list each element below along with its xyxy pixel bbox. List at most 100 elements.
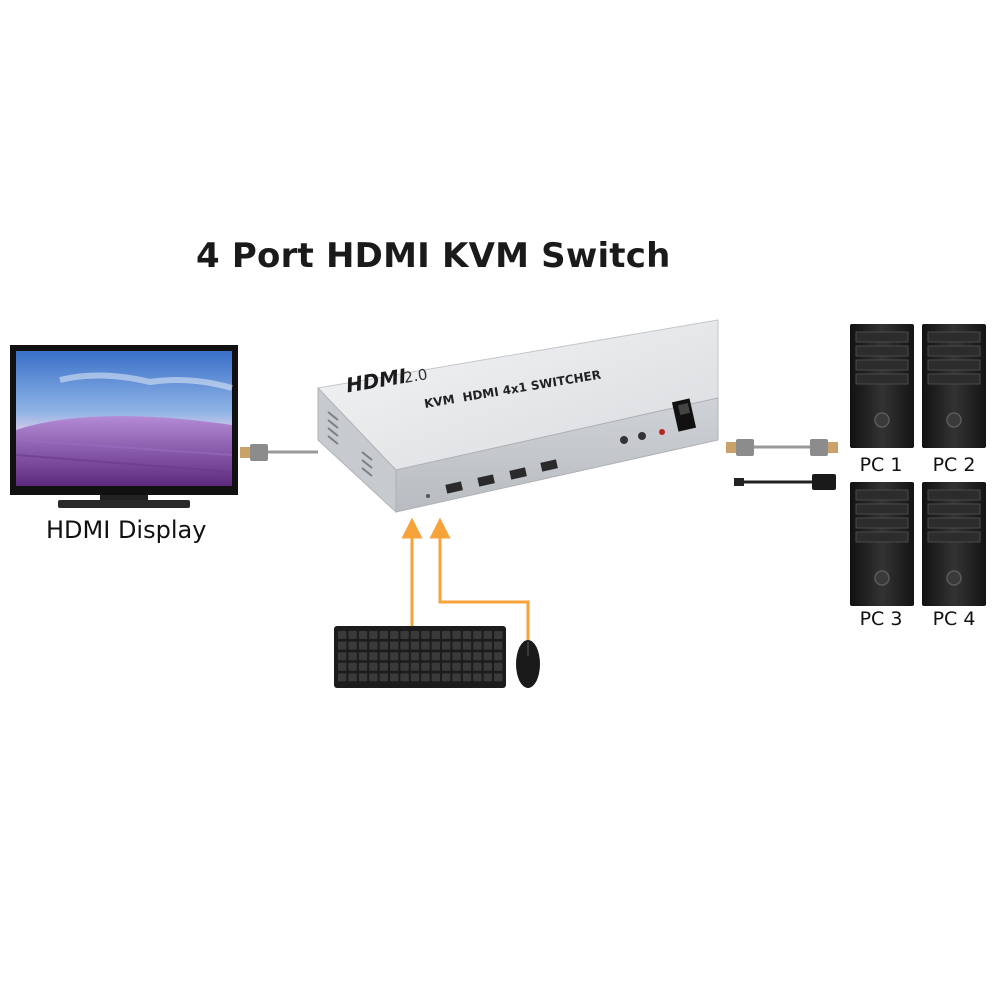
keyboard-key [483,662,492,671]
keyboard-key [452,662,461,671]
hdmi-display [10,345,238,508]
switch-usb-ports [445,459,558,494]
keyboard-key [400,652,409,661]
keyboard-key [421,673,430,682]
keyboard-key [348,652,357,661]
keyboard-key [421,662,430,671]
keyboard-key [452,652,461,661]
keyboard-key [494,673,503,682]
keyboard-key [473,652,482,661]
pc-towers [850,324,986,606]
keyboard-key [379,641,388,650]
keyboard-key [390,641,399,650]
keyboard-key [462,662,472,671]
keyboard-key [431,662,440,671]
pc-tower-1 [850,324,914,448]
keyboard-key [390,662,399,671]
keyboard-key [379,631,388,639]
keyboard-key [400,641,409,650]
keyboard-key [494,662,503,671]
mouse [516,640,540,688]
keyboard-key [462,652,472,661]
switch-version: 2.0 [402,365,429,387]
keyboard-key [338,631,347,639]
keyboard-key [369,652,378,661]
keyboard-key [473,673,482,682]
keyboard-key [348,673,357,682]
display-hdmi-cable [240,444,318,461]
pc-usb-cable [734,474,836,490]
keyboard-key [400,673,409,682]
pc-label-1: PC 1 [859,454,903,476]
usb-connection-arrows [401,517,530,640]
keyboard-key [390,673,399,682]
keyboard-key [358,641,368,650]
keyboard-key [452,673,461,682]
keyboard-key [338,641,347,650]
keyboard-key [369,673,378,682]
keyboard-key [431,652,440,661]
kvm-switch: HDMI 2.0 KVM HDMI 4x1 SWITCHER [317,319,719,514]
keyboard-key [442,662,451,671]
keyboard-key [400,662,409,671]
keyboard-key [369,631,378,639]
keyboard-key [410,662,420,671]
keyboard-key [410,673,420,682]
keyboard-key [421,652,430,661]
keyboard-key [483,641,492,650]
keyboard-key [442,673,451,682]
keyboard-key [358,652,368,661]
keyboard-key [338,652,347,661]
keyboard-key [338,662,347,671]
keyboard-key [358,673,368,682]
keyboard-key [473,631,482,639]
keyboard-key [348,641,357,650]
pc-tower-3 [850,482,914,606]
keyboard-key [379,652,388,661]
keyboard-key [494,641,503,650]
keyboard-key [442,641,451,650]
diagram-title: 4 Port HDMI KVM Switch [196,236,671,276]
keyboard-key [452,631,461,639]
keyboard-key [410,641,420,650]
keyboard-key [494,631,503,639]
pc-hdmi-cable [726,439,838,456]
keyboard-key [483,673,492,682]
keyboard [334,626,506,688]
keyboard-key [369,662,378,671]
keyboard-key [379,662,388,671]
keyboard-key [431,631,440,639]
keyboard-key [473,641,482,650]
pc-label-2: PC 2 [932,454,976,476]
keyboard-key [462,641,472,650]
keyboard-key [421,641,430,650]
pc-tower-4 [922,482,986,606]
pc-label-4: PC 4 [932,608,976,630]
keyboard-key [483,652,492,661]
keyboard-key [379,673,388,682]
keyboard-key [358,631,368,639]
keyboard-key [473,662,482,671]
pc-label-3: PC 3 [859,608,903,630]
keyboard-key [462,673,472,682]
keyboard-key [390,652,399,661]
hdmi-display-label: HDMI Display [46,516,207,544]
keyboard-key [462,631,472,639]
keyboard-key [410,652,420,661]
keyboard-key [369,641,378,650]
pc-tower-2 [922,324,986,448]
keyboard-key [338,673,347,682]
keyboard-key [358,662,368,671]
keyboard-key [442,652,451,661]
keyboard-key [400,631,409,639]
keyboard-key [442,631,451,639]
keyboard-key [421,631,430,639]
keyboard-key [410,631,420,639]
keyboard-key [390,631,399,639]
keyboard-key [431,641,440,650]
keyboard-key [431,673,440,682]
keyboard-key [452,641,461,650]
keyboard-key [348,662,357,671]
keyboard-key [494,652,503,661]
